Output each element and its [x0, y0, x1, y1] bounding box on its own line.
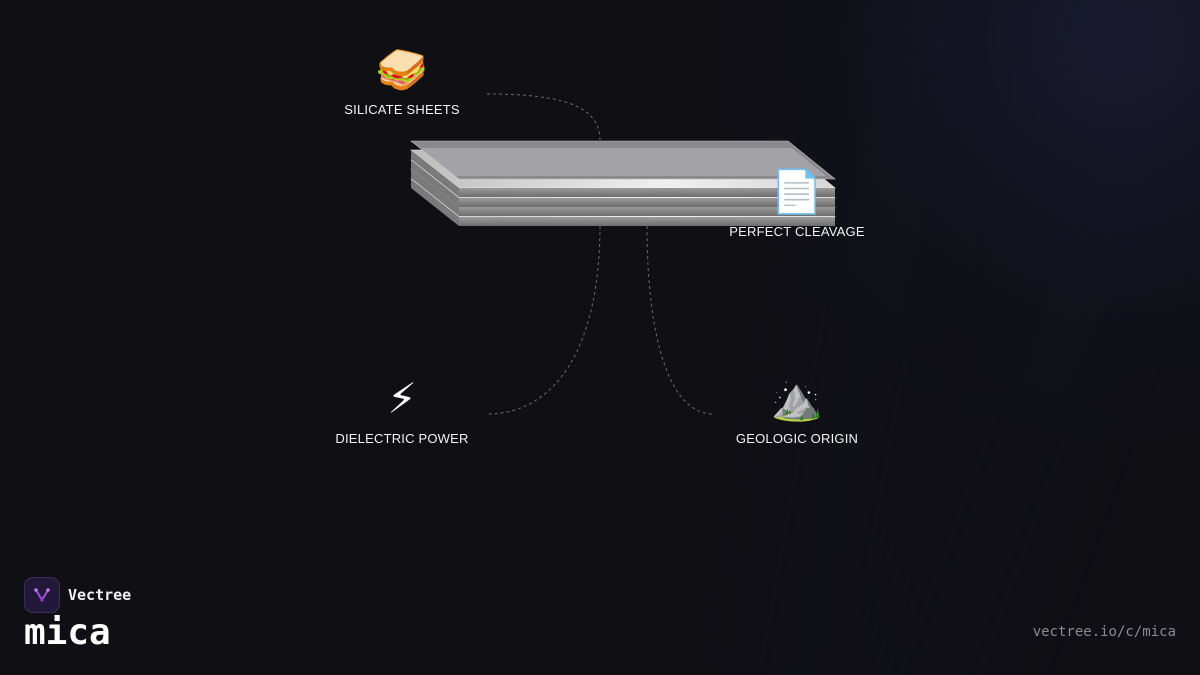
connector-silicate — [486, 93, 601, 141]
node-perfect-cleavage: 📄 PERFECT CLEAVAGE — [729, 168, 864, 239]
brand-name: Vectree — [68, 586, 132, 604]
sandwich-icon: 🥪 — [375, 46, 429, 93]
node-geologic-origin: ⛰️ GEOLOGIC ORIGIN — [736, 375, 858, 446]
source-url[interactable]: vectree.io/c/mica — [1032, 624, 1176, 640]
lightning-icon: ⚡ — [387, 375, 417, 422]
vectree-logo-icon — [24, 577, 60, 613]
node-dielectric-power: ⚡ DIELECTRIC POWER — [335, 375, 468, 446]
mica-sheet-top — [410, 140, 836, 180]
page-icon: 📄 — [770, 168, 824, 215]
mica-sheet-stack — [410, 140, 836, 226]
page-title: mica — [24, 612, 111, 653]
node-label: SILICATE SHEETS — [344, 102, 460, 117]
mountain-icon: ⛰️ — [770, 375, 824, 422]
connector-geologic — [646, 225, 714, 415]
node-label: DIELECTRIC POWER — [335, 431, 469, 446]
node-silicate-sheets: 🥪 SILICATE SHEETS — [344, 46, 459, 117]
node-label: PERFECT CLEAVAGE — [729, 224, 865, 239]
node-label: GEOLOGIC ORIGIN — [735, 431, 859, 446]
brand[interactable]: Vectree — [24, 577, 131, 613]
connector-dielectric — [486, 225, 601, 415]
